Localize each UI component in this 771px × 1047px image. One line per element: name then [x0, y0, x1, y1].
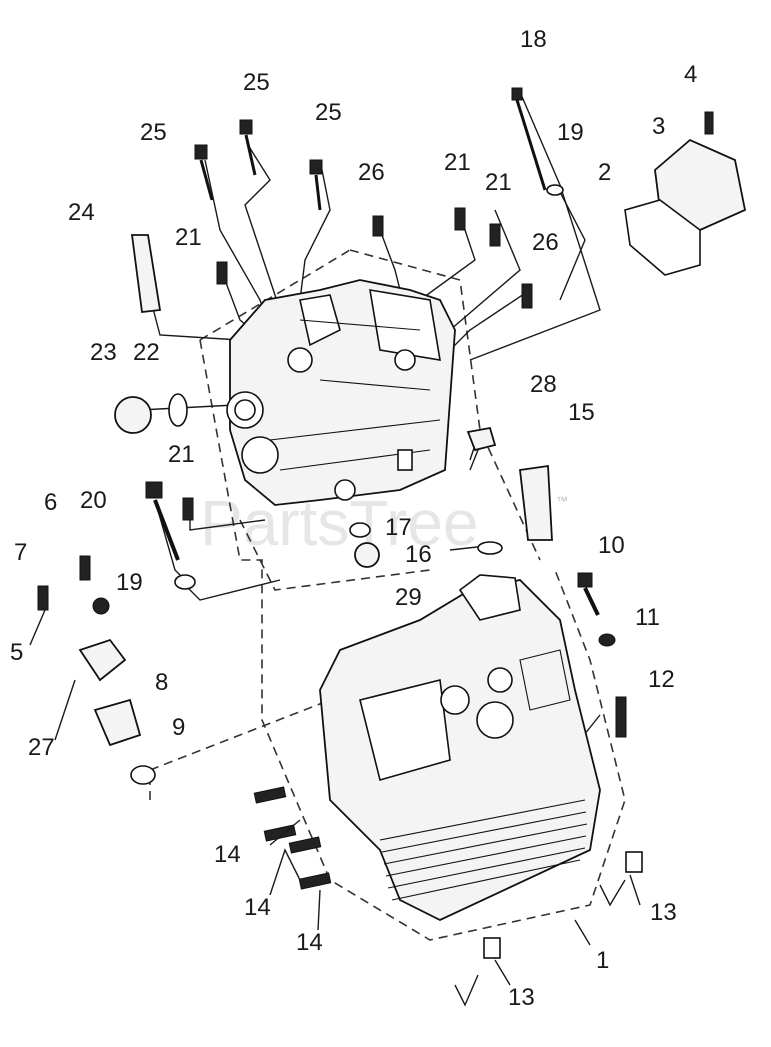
callout-2: 2: [598, 159, 611, 186]
callout-labels: 18 4 25 25 3 25 19 2 21 26 21 24 21 26 2…: [10, 26, 697, 1011]
callout-6: 6: [44, 489, 57, 516]
callout-15: 15: [568, 399, 595, 426]
callout-26: 26: [532, 229, 559, 256]
callout-10: 10: [598, 532, 625, 559]
callout-27: 27: [28, 734, 55, 761]
callout-24: 24: [68, 199, 95, 226]
callout-21: 21: [168, 441, 195, 468]
callout-14: 14: [244, 894, 271, 921]
callout-11: 11: [635, 604, 660, 631]
callout-21: 21: [175, 224, 202, 251]
lower-leader-lines: [29, 609, 641, 1007]
callout-1: 1: [596, 947, 609, 974]
callout-28: 28: [530, 371, 557, 398]
callout-17: 17: [385, 514, 412, 541]
watermark-trademark: ™: [556, 494, 568, 508]
callout-14: 14: [296, 929, 323, 956]
callout-16: 16: [405, 541, 432, 568]
callout-21: 21: [444, 149, 471, 176]
callout-13: 13: [650, 899, 677, 926]
callout-14: 14: [214, 841, 241, 868]
callout-19: 19: [557, 119, 584, 146]
callout-22: 22: [133, 339, 160, 366]
callout-13: 13: [508, 984, 535, 1011]
callout-5: 5: [10, 639, 23, 666]
callout-7: 7: [14, 539, 27, 566]
callout-23: 23: [90, 339, 117, 366]
callout-4: 4: [684, 61, 697, 88]
callout-9: 9: [172, 714, 185, 741]
callout-8: 8: [155, 669, 168, 696]
callout-25: 25: [315, 99, 342, 126]
callout-12: 12: [648, 666, 675, 693]
callout-20: 20: [80, 487, 107, 514]
callout-26: 26: [358, 159, 385, 186]
callout-25: 25: [243, 69, 270, 96]
small-parts: [37, 87, 747, 959]
callout-3: 3: [652, 113, 665, 140]
callout-19: 19: [116, 569, 143, 596]
watermark: PartsTree ™: [200, 487, 568, 559]
callout-29: 29: [395, 584, 422, 611]
callout-21: 21: [485, 169, 512, 196]
callout-25: 25: [140, 119, 167, 146]
cylinder-block: [319, 574, 601, 921]
cylinder-head-upper: [226, 279, 456, 506]
callout-18: 18: [520, 26, 547, 53]
